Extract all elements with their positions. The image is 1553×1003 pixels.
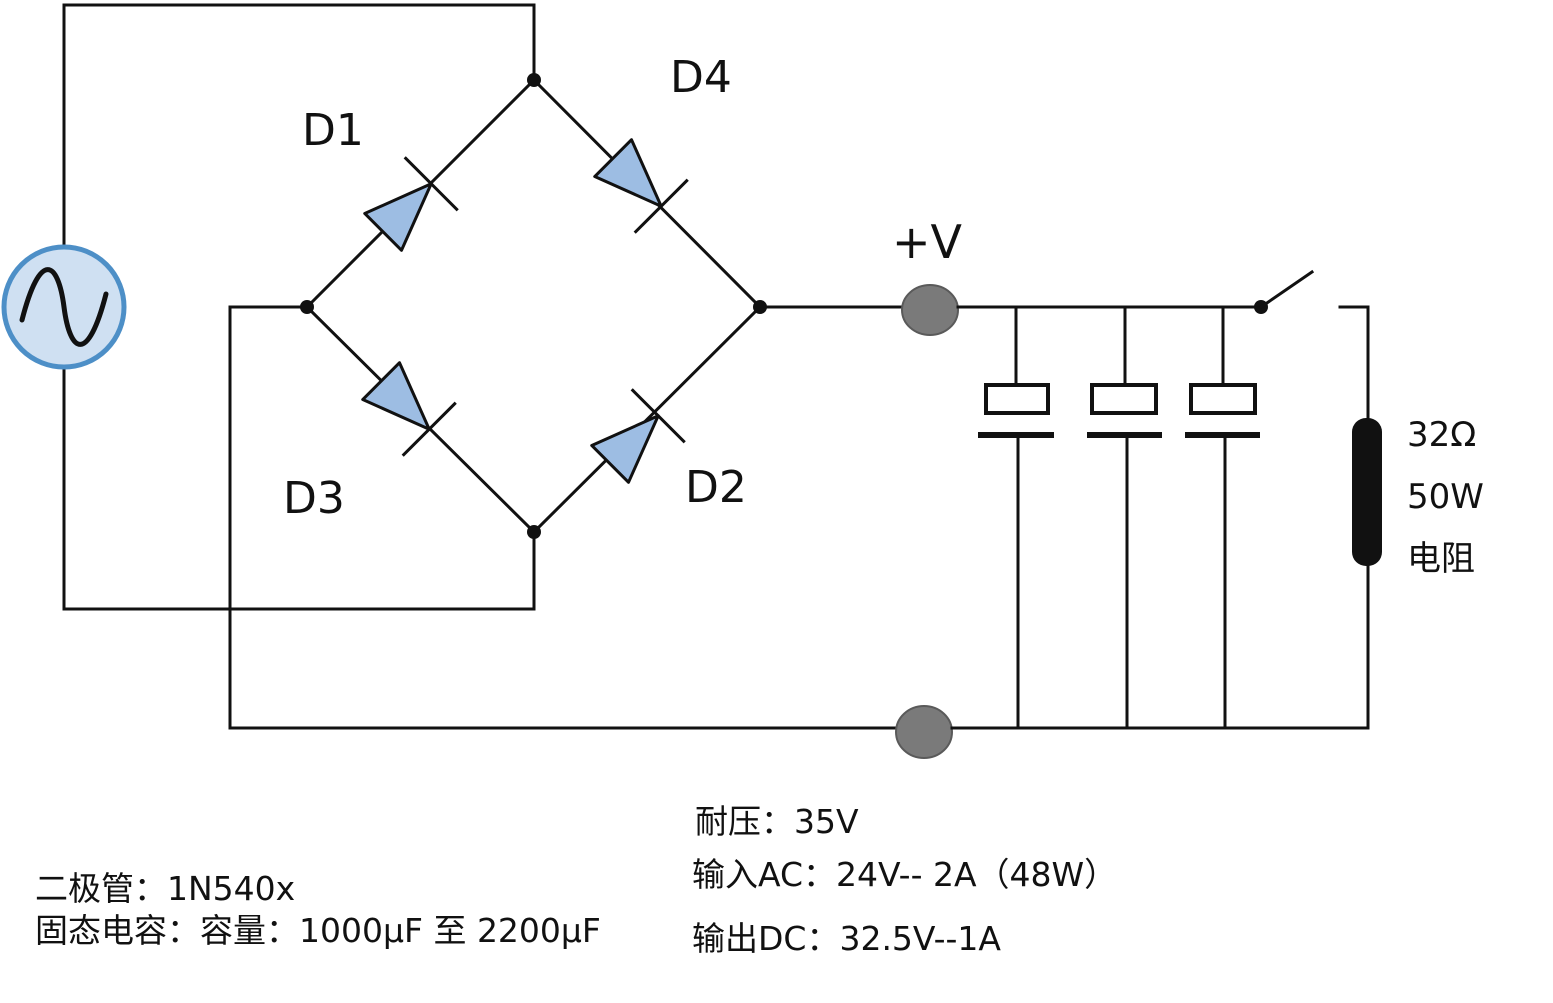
note-output: 输出DC：32.5V--1A	[692, 919, 1001, 958]
label-plus-v: +V	[892, 215, 963, 269]
negative-terminal	[895, 705, 953, 759]
label-resistor-name: 电阻	[1407, 539, 1475, 579]
note-capacitor: 固态电容：容量：1000μF 至 2200μF	[35, 911, 601, 950]
diode-d2	[590, 388, 686, 484]
switch	[1254, 269, 1315, 314]
label-d4: D4	[670, 52, 732, 103]
label-resistor-watts: 50W	[1407, 477, 1484, 517]
resistor	[1352, 418, 1382, 566]
positive-terminal	[901, 284, 959, 336]
capacitor-3	[1185, 305, 1260, 730]
diode-d4	[593, 138, 689, 234]
diode-d1	[363, 156, 459, 252]
diode-d3	[361, 361, 457, 457]
label-resistor-ohms: 32Ω	[1407, 415, 1476, 455]
capacitor-2	[1087, 305, 1162, 730]
ac-input-wiring	[62, 3, 536, 611]
capacitor-1	[978, 305, 1054, 730]
note-voltage-rating: 耐压：35V	[695, 802, 859, 841]
sine-wave-icon	[19, 267, 109, 347]
note-input: 输入AC：24V-- 2A（48W）	[692, 855, 1118, 894]
label-d2: D2	[685, 462, 747, 513]
junction-nodes	[300, 73, 767, 539]
ac-source	[1, 244, 127, 370]
label-d3: D3	[283, 473, 345, 524]
label-d1: D1	[302, 105, 364, 156]
output-rails	[950, 305, 1370, 730]
bridge-wiring	[228, 77, 907, 730]
note-diode: 二极管：1N540x	[35, 869, 296, 908]
